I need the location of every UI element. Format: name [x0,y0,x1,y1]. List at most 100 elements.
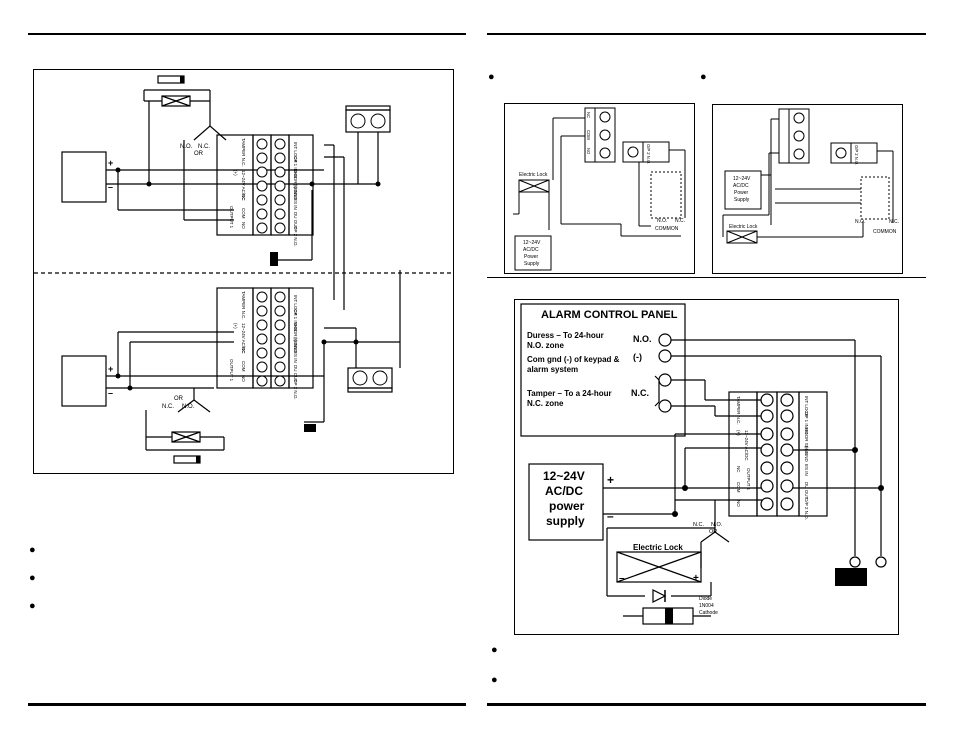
svg-text:Power: Power [524,254,539,260]
top-screws [256,138,286,234]
svg-text:COM: COM [736,482,741,493]
svg-text:DU OUT: DU OUT [804,482,809,499]
top-tb-label-right [288,134,314,236]
svg-text:INT LOCK: INT LOCK [804,396,809,417]
svg-text:NO: NO [736,500,741,507]
svg-text:Electric Lock: Electric Lock [633,543,683,552]
top-ps-plus: + [108,158,113,168]
svg-text:(-) GND: (-) GND [293,184,298,200]
svg-text:Power: Power [734,190,749,196]
svg-text:+: + [693,573,699,584]
top-nc-label: N.C. [198,144,210,150]
alarm-tb-text: TAMPER N.C. (+) 12~24V AC/DC NC COM NO O… [736,396,809,520]
top-right-screw-2 [370,113,386,129]
svg-text:ES IN: ES IN [293,351,298,363]
bottom-rule-right [487,703,926,706]
svg-text:12~24V AC/DC: 12~24V AC/DC [744,430,749,461]
relay-diagram-b: 12~24V AC/DC Power Supply Electric Lock … [712,104,903,274]
svg-text:OP 1 INHB: OP 1 INHB [804,412,809,434]
bullet-right-2: ● [700,71,707,83]
bottom-power-supply-box [61,355,107,407]
bottom-no-label: N.O. [182,404,195,410]
svg-text:N.C.: N.C. [889,219,899,225]
svg-text:N.C.: N.C. [693,522,704,528]
svg-text:12~24V: 12~24V [733,176,751,182]
bullet-right-4: ● [491,674,498,686]
svg-text:12~24V: 12~24V [523,240,541,246]
top-no-label: N.O. [180,144,193,150]
svg-text:(-) GND: (-) GND [293,337,298,353]
alarm-power-supply-box [528,463,604,541]
alarm-tb-screws [760,393,794,511]
svg-text:OP 1 INHB: OP 1 INHB [293,156,298,178]
svg-text:(+): (+) [736,430,741,436]
svg-text:Supply: Supply [734,197,750,203]
svg-text:ES IN: ES IN [804,464,809,476]
alarm-diode-symbol [652,589,667,603]
svg-text:DOOR SENS: DOOR SENS [804,428,809,455]
bullet-left-1: ● [29,544,36,556]
svg-text:–: – [607,509,614,523]
top-right-screw-1 [350,113,366,129]
top-tb-text: INT LOCK OP 1 INHB DOOR SENS (-) GND ES … [229,138,298,247]
relay-diagram-a: Electric Lock 12~24V AC/DC Power Supply … [504,103,695,274]
svg-text:N.O.: N.O. [633,334,652,344]
svg-text:12~24V AC/DC: 12~24V AC/DC [241,323,246,354]
svg-text:12~24V AC/DC: 12~24V AC/DC [241,170,246,201]
svg-text:OP 2 N.O.: OP 2 N.O. [293,226,298,247]
svg-text:INT LOCK: INT LOCK [293,295,298,316]
top-power-supply-box [61,151,107,203]
svg-text:supply: supply [546,514,585,528]
alarm-control-panel-box [520,303,686,437]
svg-text:DOOR SENS: DOOR SENS [293,170,298,197]
top-ps-minus: – [108,182,113,192]
svg-text:NC: NC [586,112,591,118]
svg-text:N.C. zone: N.C. zone [527,399,564,408]
bottom-right-screw-2 [372,370,388,386]
alarm-tb-right-labels [798,391,828,517]
bottom-tb-label-right [288,287,314,389]
bullet-right-3: ● [491,644,498,656]
divider-rule-right-1 [487,277,926,278]
svg-text:DU OUT: DU OUT [293,365,298,382]
svg-text:TAMPER N.C.: TAMPER N.C. [736,396,741,425]
svg-text:NC: NC [241,194,246,201]
svg-text:Duress – To 24-hour: Duress – To 24-hour [527,331,604,340]
bottom-right-screw-1 [352,370,368,386]
bottom-or-label: OR [174,396,184,402]
svg-text:N.C.: N.C. [675,218,685,224]
svg-text:INT LOCK: INT LOCK [293,142,298,163]
bottom-screws [256,291,286,387]
bottom-exit-button [304,424,316,432]
relay-b-lock-label: Electric Lock [729,224,758,230]
bottom-ps-plus: + [108,364,113,374]
svg-text:Diode: Diode [699,596,712,602]
svg-text:OP 1 INHB: OP 1 INHB [293,309,298,331]
svg-text:1N004: 1N004 [699,603,714,609]
svg-text:NO: NO [586,148,591,155]
alarm-panel-diagram: ALARM CONTROL PANEL Duress – To 24-hour … [514,299,899,635]
diode-cathode-band [665,608,673,624]
svg-text:(+): (+) [233,323,238,329]
svg-text:DOOR SENS: DOOR SENS [293,323,298,350]
alarm-exit-button [835,568,867,586]
svg-text:COM: COM [241,361,246,372]
svg-text:OUTPUT 1: OUTPUT 1 [229,206,234,229]
svg-text:Tamper – To a 24-hour: Tamper – To a 24-hour [527,389,612,398]
svg-text:Supply: Supply [524,261,540,267]
svg-text:Com gnd (-) of keypad &: Com gnd (-) of keypad & [527,355,620,364]
svg-text:NC: NC [736,466,741,473]
svg-text:O/P 2 N.O.: O/P 2 N.O. [804,498,809,520]
svg-text:AC/DC: AC/DC [523,247,539,253]
top-rule-right [487,33,926,35]
svg-text:TAMPER N.C.: TAMPER N.C. [241,138,246,167]
svg-text:N.O. zone: N.O. zone [527,341,564,350]
bottom-tb-label-left [216,287,254,389]
svg-text:(-) GND: (-) GND [804,446,809,462]
svg-text:(-): (-) [633,352,642,362]
svg-text:AC/DC: AC/DC [733,183,749,189]
svg-text:N.C.: N.C. [631,388,649,398]
relay-a-lock-label: Electric Lock [519,172,548,178]
svg-text:–: – [619,573,625,584]
svg-text:COM: COM [586,130,591,140]
